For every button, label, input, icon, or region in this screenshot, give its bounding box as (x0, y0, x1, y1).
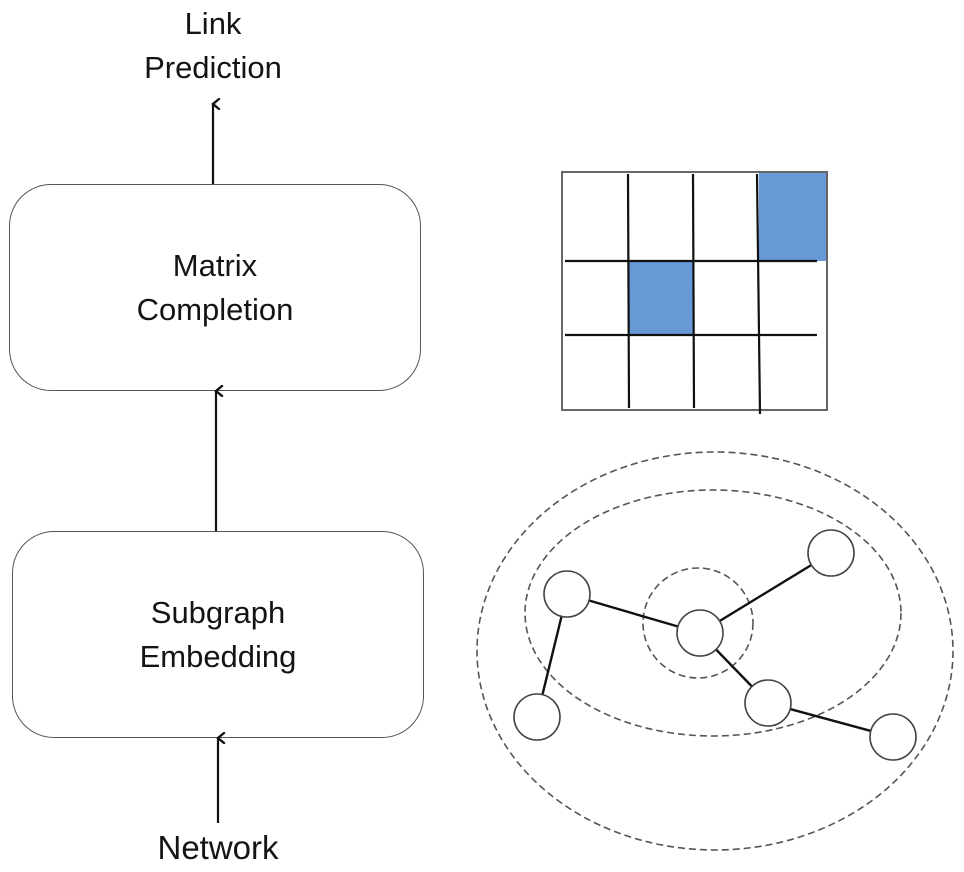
graph-edge (588, 599, 679, 628)
inner-hop-ring (642, 567, 754, 679)
subgraph-embedding-line-1: Subgraph (150, 594, 286, 630)
graph-edge (789, 707, 872, 733)
matrix-highlighted-cell (628, 261, 694, 335)
output-label-line-2: Prediction (144, 50, 282, 85)
middle-hop-ring (524, 489, 902, 737)
subgraph-embedding-line-2: Embedding (139, 638, 297, 674)
graph-node (869, 713, 917, 761)
matrix-completion-box: Matrix Completion (9, 184, 421, 391)
output-label-line-1: Link (184, 6, 242, 41)
input-label-network: Network (118, 826, 318, 870)
graph-edge (719, 563, 812, 623)
outer-hop-ring (476, 451, 954, 851)
subgraph-network (476, 451, 954, 851)
graph-edge (715, 648, 753, 688)
matrix-completion-line-2: Completion (136, 291, 294, 327)
graph-node (807, 529, 855, 577)
matrix-border (561, 171, 828, 411)
matrix-column-line (626, 173, 631, 409)
output-label-link-prediction: Link Prediction (113, 2, 313, 90)
subgraph-embedding-label: Subgraph Embedding (140, 591, 297, 679)
matrix-highlighted-cell (759, 172, 827, 261)
matrix-completion-label: Matrix Completion (137, 244, 294, 332)
matrix-completion-line-1: Matrix (172, 247, 258, 283)
subgraph-embedding-box: Subgraph Embedding (12, 531, 424, 738)
matrix-column-line (691, 173, 696, 409)
graph-node (744, 679, 792, 727)
matrix-column-line (755, 173, 762, 415)
graph-node (513, 693, 561, 741)
input-label-text: Network (157, 829, 279, 866)
adjacency-matrix (561, 171, 828, 415)
graph-edge (541, 616, 563, 695)
graph-node-target (676, 609, 724, 657)
flow-arrows (213, 104, 218, 823)
graph-node (543, 570, 591, 618)
